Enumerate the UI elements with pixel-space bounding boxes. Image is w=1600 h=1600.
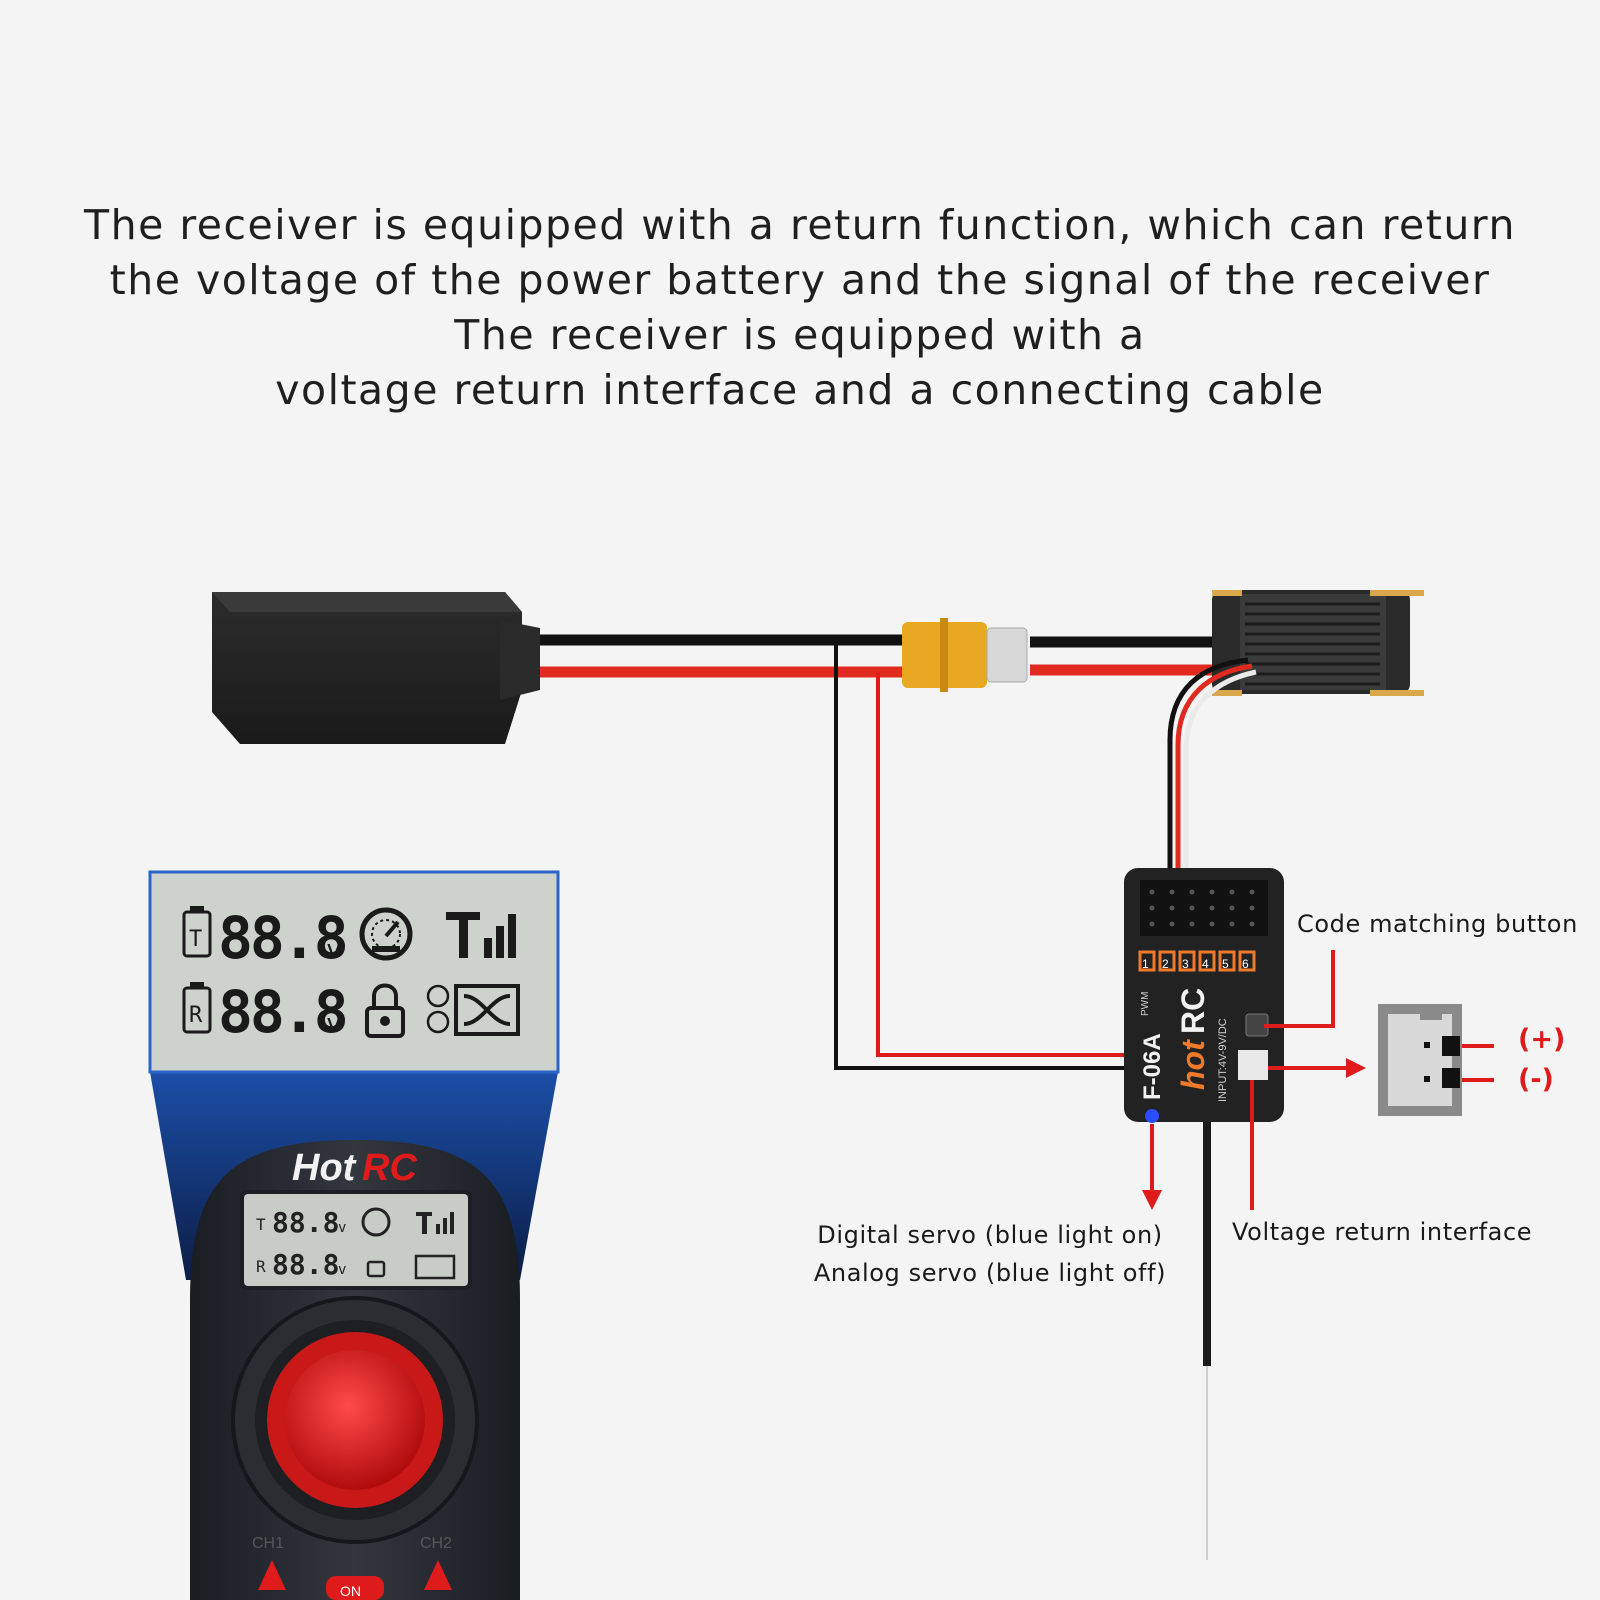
small-lcd-row1-unit: v	[338, 1220, 346, 1236]
servo-analog-label: Analog servo (blue light off)	[813, 1259, 1167, 1287]
small-lcd-row1-value: 88.8	[272, 1206, 339, 1239]
transmitter-brand-rc: RC	[362, 1147, 417, 1189]
code-button-callout	[1264, 950, 1335, 1028]
headline-line-4: voltage return interface and a connectin…	[275, 366, 1325, 414]
receiver-channel-5: 5	[1222, 957, 1229, 971]
small-lcd-row2-prefix: R	[256, 1257, 266, 1276]
receiver-channel-1: 1	[1142, 957, 1149, 971]
lcd-row1-prefix: T	[189, 927, 202, 952]
receiver-channel-4: 4	[1202, 957, 1209, 971]
receiver-pwm-label: PWM	[1140, 992, 1151, 1016]
transmitter	[150, 1072, 558, 1600]
lcd-row2-unit: v	[326, 1009, 342, 1039]
headline-line-2: the voltage of the power battery and the…	[109, 256, 1491, 304]
receiver-channel-6: 6	[1242, 957, 1249, 971]
small-lcd-lock-icon	[366, 1260, 386, 1278]
voltage-return-interface-label: Voltage return interface	[1232, 1218, 1533, 1246]
receiver-markings: F-06A hot RC INPUT:4V-9V/DC PWM 1 2 3 4 …	[1139, 957, 1249, 1102]
lcd-signal-icon	[446, 912, 516, 958]
lcd-row2-prefix: R	[189, 1003, 203, 1028]
lcd-panel: T 88.8 v R 88.8 v	[148, 870, 560, 1074]
lcd-lock-icon	[365, 983, 405, 1038]
small-lcd-signal-icon	[416, 1212, 454, 1234]
receiver-channel-2: 2	[1162, 957, 1169, 971]
lcd-gauge-icon	[359, 907, 413, 961]
receiver-brand-rc: RC	[1175, 988, 1211, 1034]
battery	[212, 592, 540, 744]
small-lcd-gauge-icon	[361, 1207, 391, 1237]
headline: The receiver is equipped with a return f…	[0, 198, 1600, 418]
headline-line-3: The receiver is equipped with a	[454, 311, 1146, 359]
small-lcd-mix-icon	[414, 1254, 456, 1280]
servo-mode-label: Digital servo (blue light on) Analog ser…	[800, 1216, 1180, 1292]
receiver-model: F-06A	[1139, 1033, 1166, 1100]
receiver-input-rating: INPUT:4V-9V/DC	[1217, 1018, 1229, 1102]
lcd-model-select-icon	[426, 984, 450, 1034]
esc-module	[1212, 590, 1424, 696]
minus-pin-label: (-)	[1518, 1064, 1554, 1095]
two-pin-plug	[1378, 1004, 1462, 1116]
transmitter-markings: Hot RC CH1 CH2 ON T 88.8 v R 88.8 v	[252, 1147, 456, 1599]
plus-pin-label: (+)	[1518, 1024, 1566, 1055]
small-lcd-row2-unit: v	[338, 1262, 346, 1278]
transmitter-on-label: ON	[340, 1583, 361, 1599]
transmitter-ch1-label: CH1	[252, 1535, 284, 1552]
small-lcd-row2-value: 88.8	[272, 1248, 339, 1281]
receiver-channel-3: 3	[1182, 957, 1189, 971]
code-matching-button-label: Code matching button	[1297, 910, 1578, 938]
power-wires	[540, 634, 1222, 678]
lcd-row1-unit: v	[326, 935, 342, 965]
small-lcd-row1-prefix: T	[256, 1215, 266, 1234]
lcd-row2-value: 88.8	[218, 978, 346, 1046]
receiver	[1124, 868, 1284, 1560]
receiver-brand-hot: hot	[1175, 1039, 1211, 1090]
callouts	[1142, 950, 1494, 1210]
xt-connector	[902, 618, 1028, 692]
transmitter-brand-hot: Hot	[292, 1147, 357, 1189]
esc-servo-lead	[1167, 657, 1257, 900]
lcd-row1-value: 88.8	[218, 904, 346, 972]
lcd-mix-icon	[454, 984, 520, 1036]
headline-line-1: The receiver is equipped with a return f…	[84, 201, 1516, 249]
servo-digital-label: Digital servo (blue light on)	[817, 1221, 1163, 1249]
transmitter-ch2-label: CH2	[420, 1535, 452, 1552]
